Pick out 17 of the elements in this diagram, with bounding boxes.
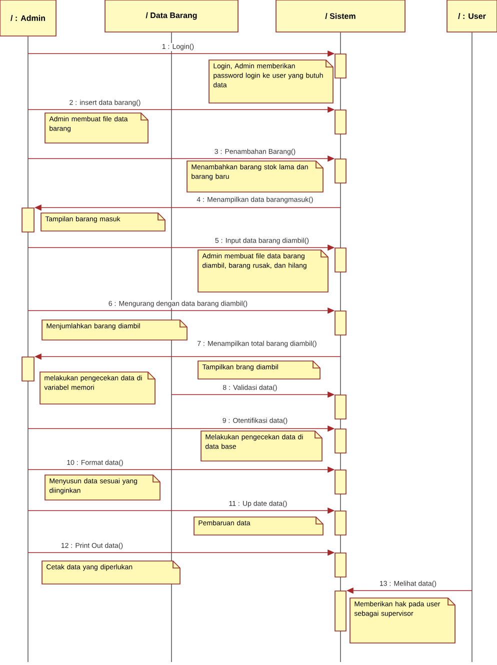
activation-bar [334,510,346,536]
activation-bar [334,394,346,420]
activation-bar [334,552,346,578]
activation-bar [334,310,346,336]
lifeline-head: / Sistem [276,0,406,32]
activation-bar [334,470,346,494]
activation-bar [334,54,346,78]
activation-bar [22,208,34,232]
activation-bar [334,158,346,184]
activation-bar [22,356,34,382]
lifeline-head: / Data Barang [104,0,238,32]
activation-bar [334,590,346,632]
lifeline-head: / : Admin [0,0,56,36]
activation-bar [334,428,346,454]
lifeline-head: / : User [446,0,497,32]
activation-bar [334,110,346,134]
activation-bar [334,248,346,272]
